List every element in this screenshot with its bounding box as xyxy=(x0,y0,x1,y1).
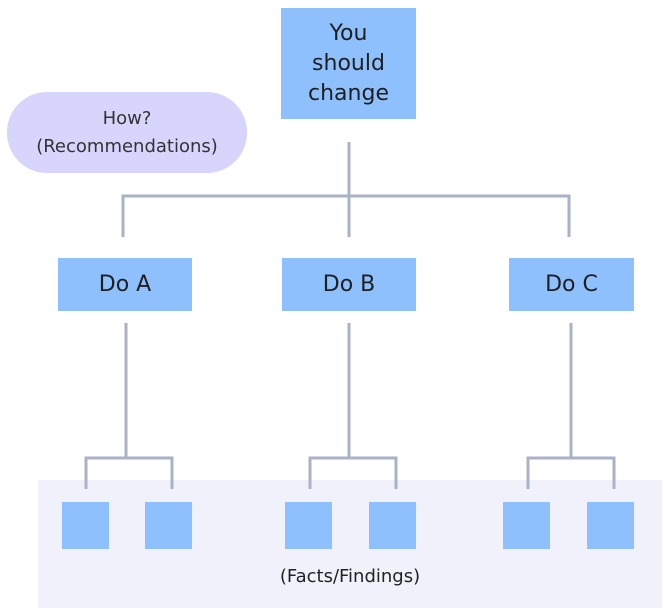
connector-b-branch xyxy=(308,456,398,489)
action-box-a: Do A xyxy=(58,258,192,311)
finding-box-b1 xyxy=(285,502,332,549)
top-conclusion-box: You should change xyxy=(281,8,416,119)
finding-box-a1 xyxy=(62,502,109,549)
finding-box-b2 xyxy=(369,502,416,549)
finding-box-c2 xyxy=(587,502,634,549)
pill-question-text: How? xyxy=(102,107,152,129)
facts-findings-label: (Facts/Findings) xyxy=(279,566,421,587)
recommendations-pill: How? (Recommendations) xyxy=(7,92,247,173)
connector-c-branch xyxy=(526,456,616,489)
facts-findings-band xyxy=(38,480,662,608)
finding-box-c1 xyxy=(503,502,550,549)
action-box-c: Do C xyxy=(509,258,634,311)
connector-top-branch xyxy=(121,194,571,237)
pill-recommendations-text: (Recommendations) xyxy=(36,135,218,157)
connector-a-branch xyxy=(84,456,174,489)
finding-box-a2 xyxy=(145,502,192,549)
action-box-b: Do B xyxy=(282,258,416,311)
